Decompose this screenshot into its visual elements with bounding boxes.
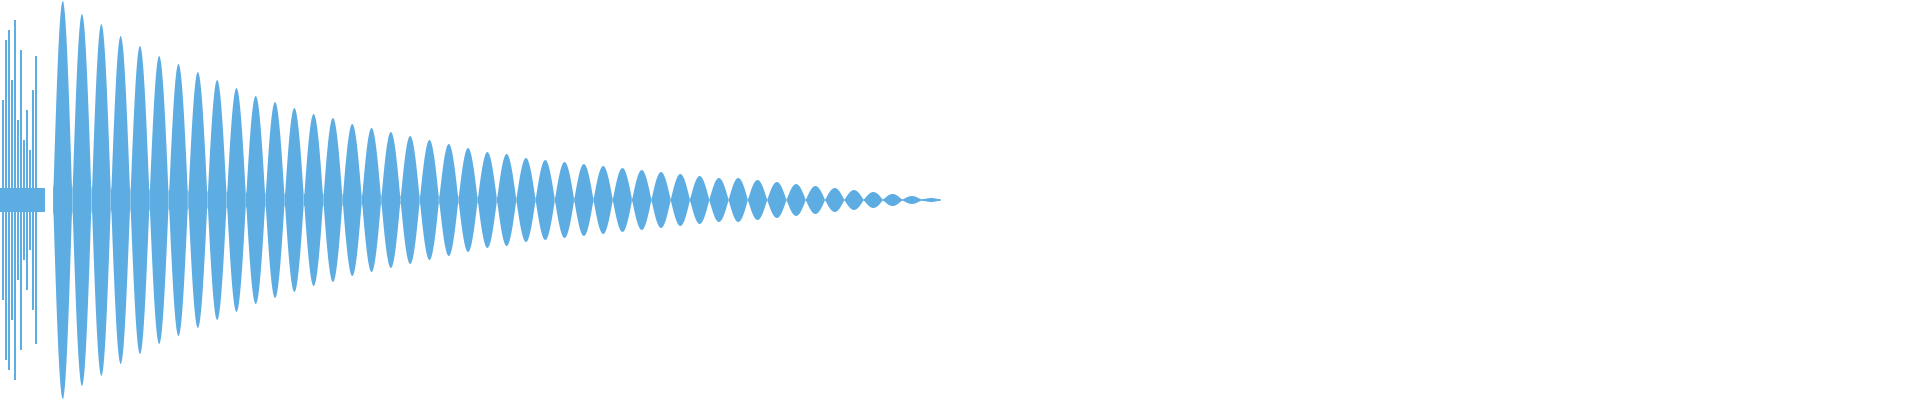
waveform-lobe — [246, 96, 266, 304]
waveform-lobe — [844, 190, 864, 210]
waveform-lobe — [902, 196, 922, 204]
waveform-lobe — [825, 188, 845, 212]
waveform-lobe — [747, 180, 767, 220]
waveform-onset — [0, 20, 45, 380]
waveform-lobe — [612, 168, 632, 232]
waveform-lobe — [728, 178, 748, 222]
waveform-lobe — [72, 14, 92, 386]
waveform-lobe — [361, 128, 381, 272]
waveform-lobe — [690, 176, 709, 224]
waveform-lobe — [400, 136, 420, 264]
waveform-lobe — [535, 160, 555, 240]
waveform-lobe — [709, 178, 729, 222]
waveform-lobe — [284, 108, 304, 292]
waveform-lobes — [53, 1, 941, 399]
waveform-lobe — [53, 1, 72, 399]
waveform-lobe — [767, 182, 787, 218]
waveform-lobe — [91, 24, 111, 376]
waveform-lobe — [207, 80, 227, 320]
waveform-lobe — [651, 172, 671, 228]
waveform-lobe — [593, 166, 613, 234]
waveform-lobe — [632, 170, 652, 230]
waveform-lobe — [863, 192, 883, 208]
waveform-lobe — [805, 186, 825, 214]
waveform-lobe — [226, 88, 246, 312]
waveform-lobe — [554, 162, 574, 238]
waveform-lobe — [786, 184, 806, 216]
waveform-lobe — [323, 118, 343, 282]
waveform-lobe — [265, 102, 285, 298]
waveform-lobe — [574, 164, 594, 236]
waveform-lobe — [168, 64, 188, 336]
waveform-lobe — [111, 36, 130, 364]
onset-band — [0, 188, 45, 212]
waveform-lobe — [670, 174, 690, 226]
waveform-lobe — [497, 154, 516, 246]
waveform-lobe — [342, 124, 362, 276]
waveform-lobe — [458, 148, 478, 252]
waveform-lobe — [439, 144, 459, 256]
waveform-lobe — [304, 114, 323, 286]
waveform-lobe — [130, 46, 150, 354]
waveform-lobe — [188, 72, 208, 328]
waveform-lobe — [883, 194, 902, 206]
waveform-lobe — [477, 152, 497, 248]
waveform-lobe — [516, 158, 536, 242]
waveform-lobe — [149, 56, 169, 344]
waveform-lobe — [921, 198, 941, 202]
waveform-lobe — [381, 132, 401, 268]
waveform-lobe — [419, 140, 439, 260]
